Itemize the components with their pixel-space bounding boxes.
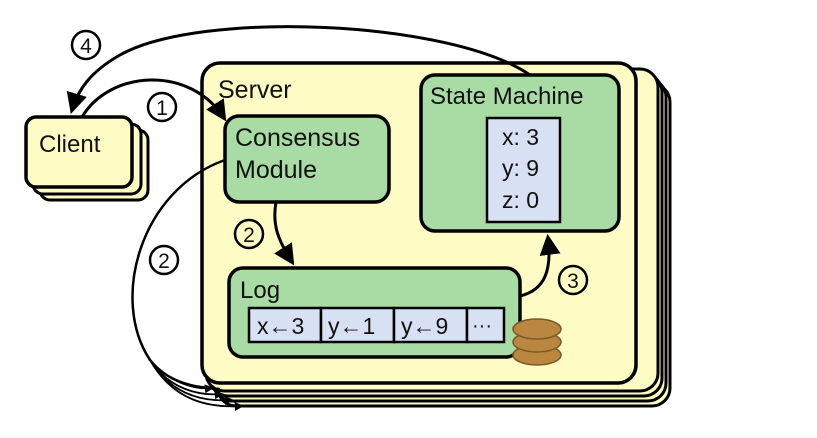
step-3-marker: 3 <box>557 264 589 296</box>
step-2-replicate-marker: 2 <box>148 244 180 276</box>
state-machine-label: State Machine <box>430 83 583 110</box>
consensus-module-label-line1: Consensus <box>235 124 360 152</box>
arrow-step-3 <box>519 233 561 298</box>
log-entry: x←3 <box>257 313 304 339</box>
consensus-module-label-line2: Module <box>235 156 317 184</box>
arrow-step-2-replicate <box>149 359 244 411</box>
state-table <box>485 116 562 224</box>
arrow-step-2-local <box>273 201 295 266</box>
step-markers: 4 1 2 2 3 <box>70 29 589 296</box>
arrows-replication <box>131 158 244 411</box>
log-entry-cell <box>319 306 396 344</box>
state-value: x: 3 <box>502 124 539 150</box>
client-label: Client <box>39 131 101 158</box>
step-number: 4 <box>80 35 92 58</box>
log-entry: y←1 <box>328 313 375 339</box>
arrow-step-2-replicate <box>131 158 226 391</box>
server-label: Server <box>218 76 292 104</box>
log: Log x←3 y←1 y←9 ··· <box>227 266 562 366</box>
consensus-module-box <box>223 114 391 204</box>
step-number: 1 <box>156 97 168 120</box>
log-label: Log <box>240 277 280 304</box>
step-2-local-marker: 2 <box>233 218 265 250</box>
state-machine: State Machine x: 3 y: 9 z: 0 <box>419 73 621 233</box>
log-entry: y←9 <box>401 313 448 339</box>
arrow-step-1 <box>80 78 227 122</box>
arrows <box>66 25 561 298</box>
step-number: 3 <box>567 270 579 293</box>
step-4-marker: 4 <box>70 29 102 61</box>
log-entry: ··· <box>472 315 492 337</box>
arrow-step-4 <box>66 25 531 115</box>
log-entries: x←3 y←1 y←9 ··· <box>247 306 506 344</box>
client-box <box>24 115 134 189</box>
log-entry-cell <box>465 306 506 344</box>
log-entry-cell <box>392 306 469 344</box>
consensus-module: Consensus Module <box>223 114 391 204</box>
step-number: 2 <box>158 250 170 273</box>
log-entry-cell <box>247 306 323 344</box>
state-value: z: 0 <box>502 187 539 213</box>
client-stack: Client <box>24 115 150 202</box>
step-1-marker: 1 <box>146 91 178 123</box>
disk-stack-icon <box>512 318 562 366</box>
step-number: 2 <box>243 224 255 247</box>
state-value: y: 9 <box>502 155 539 181</box>
